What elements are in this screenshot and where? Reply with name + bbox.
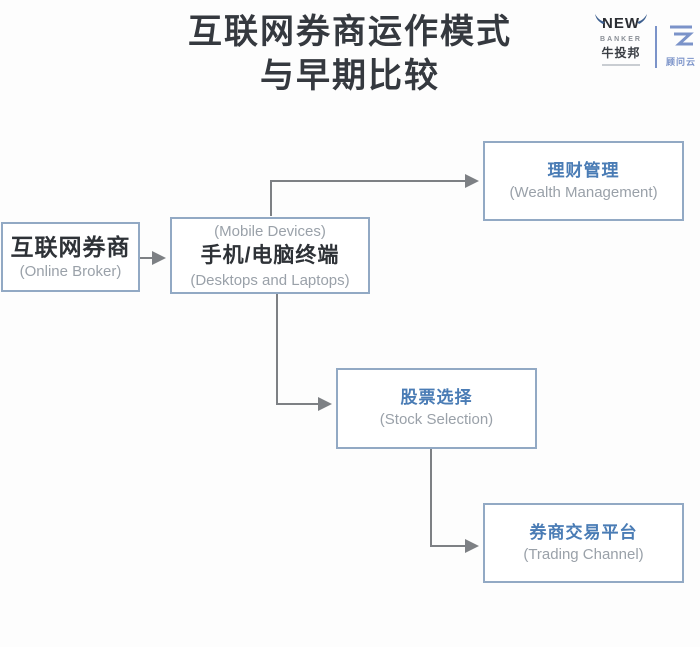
node-trading-en: (Trading Channel) [523, 545, 644, 563]
node-trading-channel: 券商交易平台 (Trading Channel) [483, 503, 684, 583]
node-stock-zh: 股票选择 [400, 388, 473, 407]
node-terminal-en-bottom: (Desktops and Laptops) [190, 271, 350, 289]
node-online-broker-en: (Online Broker) [19, 262, 122, 280]
logo-text-new: NEW [602, 15, 640, 32]
logo-text-chinese: 牛投邦 [601, 46, 641, 60]
node-wealth-management: 理财管理 (Wealth Management) [483, 141, 684, 221]
node-online-broker: 互联网券商 (Online Broker) [1, 222, 140, 292]
arrow-terminal-to-stock [276, 294, 332, 411]
node-terminal-zh: 手机/电脑终端 [200, 243, 340, 267]
node-terminal: (Mobile Devices) 手机/电脑终端 (Desktops and L… [170, 217, 370, 294]
cloud-character-icon [670, 25, 694, 46]
guwenyun-label: 顾问云 [665, 57, 696, 67]
page-title-line1: 互联网券商运作模式 [188, 13, 512, 51]
node-online-broker-zh: 互联网券商 [10, 233, 131, 260]
node-wealth-en: (Wealth Management) [509, 183, 658, 201]
logo-tagline [602, 64, 640, 66]
node-terminal-en-top: (Mobile Devices) [214, 222, 326, 240]
node-trading-zh: 券商交易平台 [529, 522, 638, 542]
bull-horn-right-icon [637, 14, 647, 24]
arrow-terminal-to-wealth [270, 174, 479, 216]
page-title-line2: 与早期比较 [260, 57, 440, 95]
logo-divider [655, 26, 657, 68]
arrow-stock-to-trading [430, 449, 479, 553]
node-stock-en: (Stock Selection) [379, 411, 494, 428]
node-wealth-zh: 理财管理 [547, 160, 620, 180]
node-stock-selection: 股票选择 (Stock Selection) [336, 368, 537, 449]
newbanker-logo: NEW BANKER 牛投邦 [592, 12, 650, 66]
bull-horn-left-icon [595, 14, 605, 24]
page-title: 互联网券商运作模式 与早期比较 [0, 10, 700, 98]
brand-logo: NEW BANKER 牛投邦 顾问云 [592, 12, 698, 74]
guwenyun-logo: 顾问云 [664, 24, 698, 68]
logo-text-banker: BANKER [600, 36, 642, 43]
